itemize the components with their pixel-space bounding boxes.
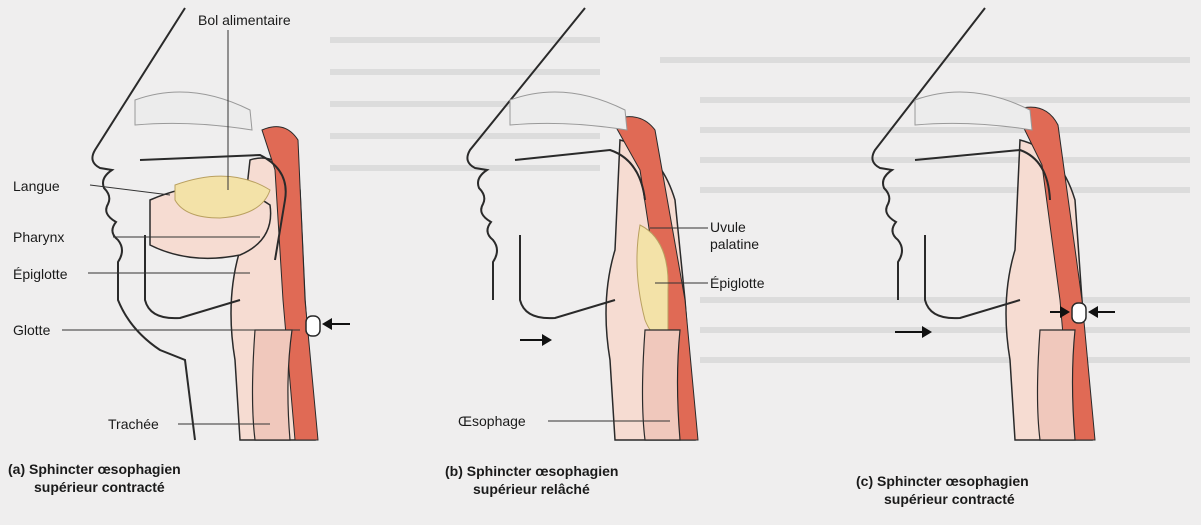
label-esophagus: Œsophage [458, 413, 526, 429]
label-epiglottis-b: Épiglotte [710, 275, 764, 291]
caption-line1: Sphincter œsophagien [29, 461, 181, 477]
nasal-cavity [510, 92, 627, 130]
caption-line2: supérieur contracté [856, 490, 1029, 508]
head-section-a [62, 8, 350, 440]
label-uvula-line2: palatine [710, 236, 759, 252]
label-trachea: Trachée [108, 416, 159, 432]
caption-line2: supérieur contracté [8, 478, 181, 496]
sphincter-marker [306, 316, 320, 336]
caption-b: (b) Sphincter œsophagien supérieur relâc… [445, 462, 618, 498]
label-uvula-line1: Uvule [710, 219, 746, 235]
esophagus [643, 330, 681, 440]
label-tongue: Langue [13, 178, 60, 194]
caption-letter: (c) [856, 473, 873, 489]
label-pharynx: Pharynx [13, 229, 64, 245]
caption-letter: (b) [445, 463, 463, 479]
sphincter-marker [1072, 303, 1086, 323]
label-bolus: Bol alimentaire [198, 12, 291, 28]
label-glottis: Glotte [13, 322, 50, 338]
caption-line1: Sphincter œsophagien [467, 463, 619, 479]
caption-c: (c) Sphincter œsophagien supérieur contr… [856, 472, 1029, 508]
caption-line1: Sphincter œsophagien [877, 473, 1029, 489]
caption-line2: supérieur relâché [445, 480, 618, 498]
label-epiglottis-a: Épiglotte [13, 266, 67, 282]
caption-a: (a) Sphincter œsophagien supérieur contr… [8, 460, 181, 496]
head-section-c [872, 8, 1115, 440]
esophagus [1038, 330, 1076, 440]
nasal-cavity [135, 92, 252, 130]
caption-letter: (a) [8, 461, 25, 477]
jaw-bone [520, 235, 615, 318]
